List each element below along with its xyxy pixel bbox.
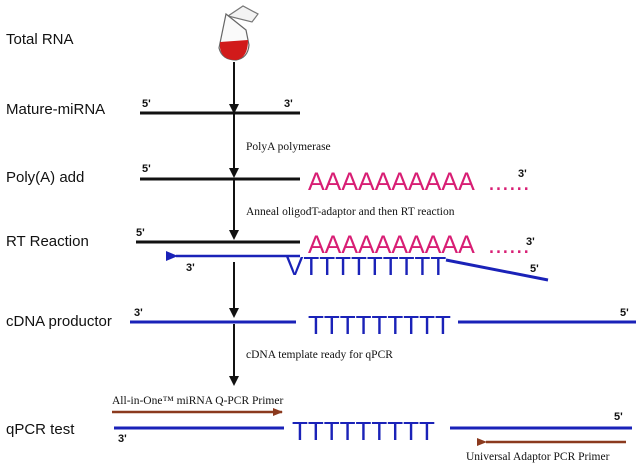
mirna-3prime-label: 3' [284, 98, 293, 110]
stage-label-mature-mirna: Mature-miRNA [6, 101, 105, 118]
cdna-5prime-label: 5' [620, 307, 629, 319]
cdna-polyt: TTTTTTTTT [308, 310, 451, 340]
rt-adaptor-5prime-label: 5' [530, 263, 539, 275]
rt-3prime-label: 3' [526, 236, 535, 248]
stage-label-rt-reaction: RT Reaction [6, 233, 89, 250]
cdna-3prime-label: 3' [134, 307, 143, 319]
rt-cdna-3prime-label: 3' [186, 262, 195, 274]
stage-label-polya-add: Poly(A) add [6, 169, 84, 186]
forward-primer-label: All-in-One™ miRNA Q-PCR Primer [112, 395, 283, 407]
qpcr-polyt: TTTTTTTTT [292, 416, 435, 446]
polya-3prime-label: 3' [518, 168, 527, 180]
rt-5prime-label: 5' [136, 227, 145, 239]
qpcr-3prime-label: 3' [118, 433, 127, 445]
rt-oligodt-primer: VTTTTTTTTT [286, 251, 446, 281]
stage-label-qpcr-test: qPCR test [6, 421, 75, 438]
test-tube-icon [218, 5, 259, 61]
rt-adaptor-tail [445, 258, 549, 282]
polya-tail: AAAAAAAAAA [308, 168, 475, 196]
rt-polya-tail: AAAAAAAAAA [308, 231, 475, 259]
reverse-primer-label: Universal Adaptor PCR Primer [466, 451, 610, 463]
polya-tail-dots: ...... [488, 168, 530, 196]
rt-polya-tail-dots: ...... [488, 231, 530, 259]
step-label-anneal: Anneal oligodT-adaptor and then RT react… [246, 206, 455, 218]
qpcr-5prime-label: 5' [614, 411, 623, 423]
stage-label-cdna-productor: cDNA productor [6, 313, 112, 330]
mirna-5prime-label: 5' [142, 98, 151, 110]
step-label-polya-polymerase: PolyA polymerase [246, 141, 331, 153]
stage-label-total-rna: Total RNA [6, 31, 74, 48]
polya-5prime-label: 5' [142, 163, 151, 175]
step-label-cdna-ready: cDNA template ready for qPCR [246, 349, 393, 361]
